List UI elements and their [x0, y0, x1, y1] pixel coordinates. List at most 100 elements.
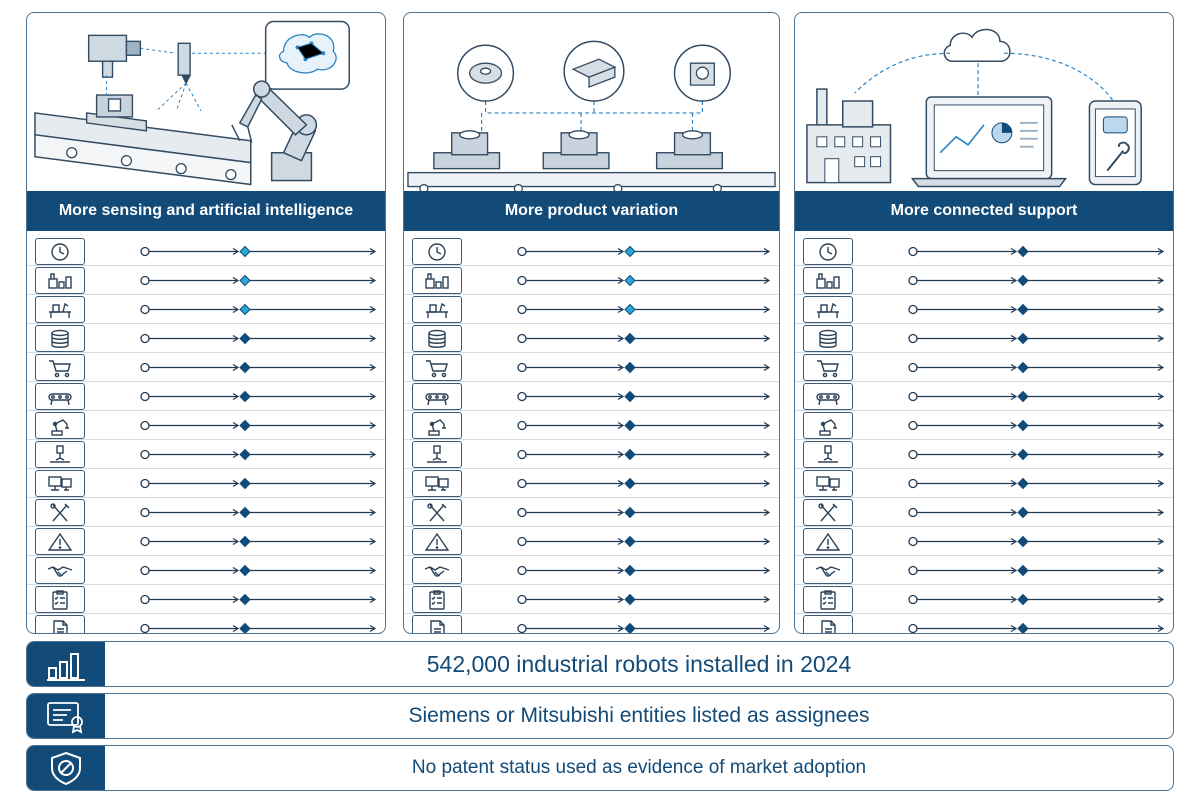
handshake-icon — [412, 557, 462, 584]
flow-arrow — [908, 332, 1165, 345]
table-row — [27, 440, 385, 469]
flow-arrow — [140, 303, 377, 316]
robot-arm-icon — [412, 412, 462, 439]
document-icon — [412, 615, 462, 633]
table-row — [27, 556, 385, 585]
table-row — [404, 237, 779, 266]
robot-arm-icon — [35, 412, 85, 439]
table-row — [795, 295, 1173, 324]
table-row — [404, 498, 779, 527]
checklist-icon — [803, 586, 853, 613]
panel-connected-support: More connected support — [794, 12, 1174, 634]
cart-icon — [412, 354, 462, 381]
factory-products-icon — [35, 267, 85, 294]
factory-products-icon — [803, 267, 853, 294]
table-row — [795, 440, 1173, 469]
warning-icon — [35, 528, 85, 555]
flow-arrow — [908, 564, 1165, 577]
factory-products-icon — [412, 267, 462, 294]
table-row — [404, 266, 779, 295]
panel-product-variation: More product variation — [403, 12, 780, 634]
flow-arrow — [908, 419, 1165, 432]
flow-arrow — [908, 390, 1165, 403]
flow-arrow — [908, 477, 1165, 490]
table-row — [27, 498, 385, 527]
flow-arrow — [140, 506, 377, 519]
sensing-ai-illustration — [34, 20, 350, 186]
document-icon — [803, 615, 853, 633]
table-row — [795, 614, 1173, 633]
cart-icon — [35, 354, 85, 381]
clock-icon — [803, 238, 853, 265]
flow-arrow — [908, 622, 1165, 633]
stat-text: Siemens or Mitsubishi entities listed as… — [408, 704, 870, 727]
table-row — [795, 324, 1173, 353]
flow-arrow — [140, 622, 377, 633]
flow-arrow — [517, 332, 771, 345]
panel-sensing-ai: More sensing and artificial intelligence — [26, 12, 386, 634]
checklist-icon — [35, 586, 85, 613]
table-row — [27, 411, 385, 440]
flow-arrow — [908, 506, 1165, 519]
panel-title: More sensing and artificial intelligence — [27, 191, 385, 231]
conveyor-icon — [35, 383, 85, 410]
tools-icon — [412, 499, 462, 526]
table-row — [795, 266, 1173, 295]
workstation-icon — [803, 296, 853, 323]
panel-title: More product variation — [404, 191, 779, 231]
conveyor-icon — [412, 383, 462, 410]
flow-arrow — [140, 390, 377, 403]
table-row — [27, 324, 385, 353]
stat-text: No patent status used as evidence of mar… — [411, 757, 867, 778]
panel-rows — [795, 237, 1173, 633]
flow-arrow — [517, 448, 771, 461]
laser-tool-icon — [35, 441, 85, 468]
flow-arrow — [517, 564, 771, 577]
connected-support-illustration — [806, 28, 1142, 188]
workstation-icon — [35, 296, 85, 323]
flow-arrow — [517, 390, 771, 403]
document-icon — [35, 615, 85, 633]
table-row — [404, 440, 779, 469]
flow-arrow — [140, 535, 377, 548]
clock-icon — [412, 238, 462, 265]
monitors-icon — [35, 470, 85, 497]
warning-icon — [803, 528, 853, 555]
table-row — [27, 614, 385, 633]
workstation-icon — [412, 296, 462, 323]
flow-arrow — [140, 564, 377, 577]
flow-arrow — [908, 448, 1165, 461]
table-row — [795, 556, 1173, 585]
panel-rows — [27, 237, 385, 633]
panel-title: More connected support — [795, 191, 1173, 231]
flow-arrow — [908, 361, 1165, 374]
table-row — [27, 266, 385, 295]
clock-icon — [35, 238, 85, 265]
flow-arrow — [517, 303, 771, 316]
laser-tool-icon — [412, 441, 462, 468]
flow-arrow — [908, 593, 1165, 606]
table-row — [27, 585, 385, 614]
flow-arrow — [908, 245, 1165, 258]
checklist-icon — [412, 586, 462, 613]
bar-chart-icon — [27, 642, 105, 686]
flow-arrow — [908, 303, 1165, 316]
flow-arrow — [140, 332, 377, 345]
table-row — [795, 353, 1173, 382]
flow-arrow — [517, 506, 771, 519]
flow-arrow — [517, 593, 771, 606]
flow-arrow — [517, 361, 771, 374]
table-row — [404, 585, 779, 614]
table-row — [404, 614, 779, 633]
robot-arm-icon — [803, 412, 853, 439]
flow-arrow — [140, 361, 377, 374]
product-variation-illustration — [407, 40, 776, 191]
database-icon — [412, 325, 462, 352]
handshake-icon — [803, 557, 853, 584]
shield-no-icon — [27, 746, 105, 790]
flow-arrow — [517, 535, 771, 548]
panel-rows — [404, 237, 779, 633]
table-row — [795, 382, 1173, 411]
table-row — [795, 527, 1173, 556]
flow-arrow — [517, 274, 771, 287]
